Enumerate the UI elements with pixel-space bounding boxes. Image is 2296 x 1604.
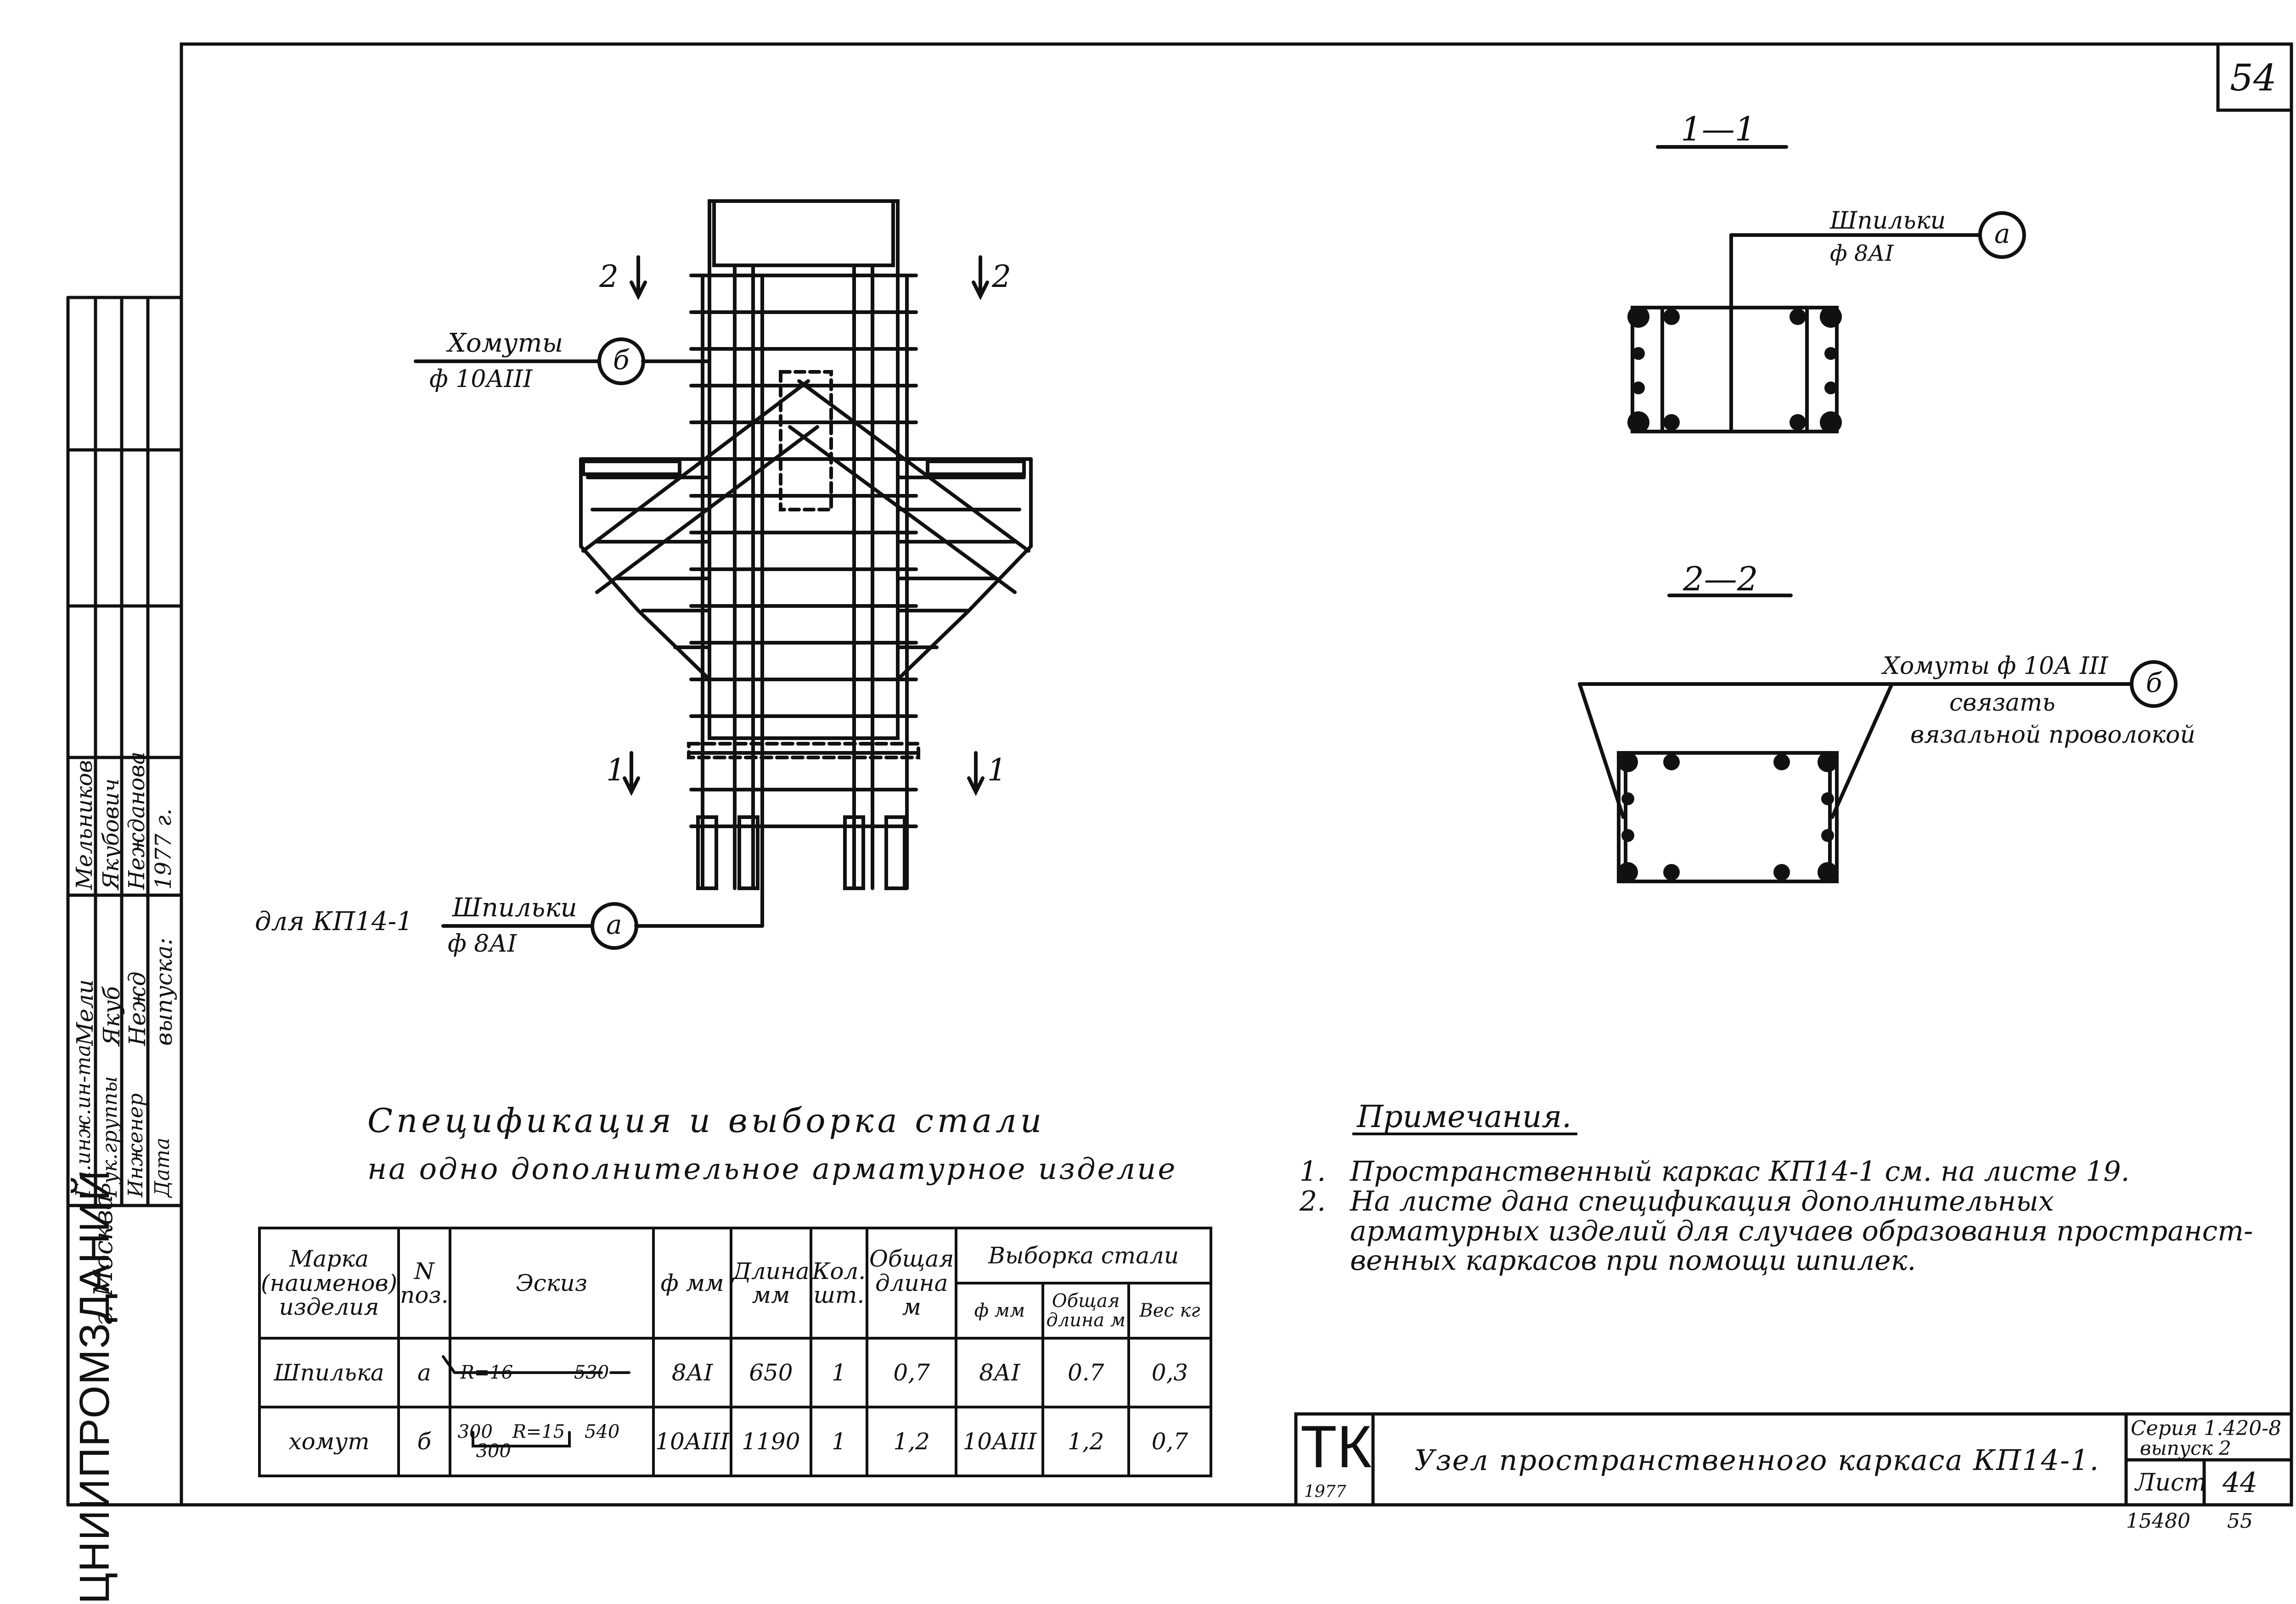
sketch-leg-right: 300 — [476, 1441, 511, 1462]
cell-pos: б — [397, 1406, 451, 1477]
section-2-title: 2—2 — [1683, 560, 1758, 598]
note-num-2: 2. — [1300, 1185, 1326, 1217]
callout-a-marker: а — [606, 909, 622, 940]
table-row: Шпилька а R=16 530 8АI 650 1 0,7 8АI 0.7… — [258, 1337, 1213, 1408]
title-year: 1977 — [1304, 1482, 1346, 1501]
cell-sketch: R=16 530 — [448, 1337, 655, 1408]
header-sel-total: Общая длина м — [1041, 1282, 1130, 1340]
cell-qty: 1 — [809, 1337, 869, 1408]
note-text-1: Пространственный каркас КП14-1 см. на ли… — [1350, 1155, 2130, 1188]
callout-a-prefix: для КП14-1 — [255, 907, 413, 937]
section-1-callout-spec: ф 8АI — [1830, 241, 1894, 266]
city-label: г. Москва — [89, 1195, 118, 1326]
table-row: хомут б 300 R=15 540 300 10АIII 1190 1 1… — [258, 1406, 1213, 1477]
bottom-number-right: 55 — [2227, 1509, 2253, 1533]
cell-total: 1,2 — [866, 1406, 958, 1477]
cell-dia: 8АI — [652, 1337, 733, 1408]
callout-a-title: Шпильки — [452, 893, 577, 923]
spec-table: Марка (наименов) изделия N поз. Эскиз ф … — [258, 1227, 1213, 1477]
cell-pos: а — [397, 1337, 451, 1408]
cell-total: 0,7 — [866, 1337, 958, 1408]
sketch-length: 530 — [574, 1362, 609, 1383]
series-label: Серия 1.420-8 — [2131, 1417, 2282, 1440]
stamp-name-1: Мельников — [72, 760, 97, 890]
section-1-callout-title: Шпильки — [1830, 207, 1946, 235]
sketch-radius: R=15 — [512, 1421, 565, 1442]
page-number: 54 — [2230, 56, 2277, 99]
stamp-signature-3: Нежд — [124, 971, 151, 1046]
sketch-radius: R=16 — [460, 1362, 513, 1383]
header-pos: N поз. — [397, 1227, 451, 1340]
header-dia: ф мм — [652, 1227, 733, 1340]
section-2-note-line1: связать — [1949, 689, 2055, 717]
section-1-callout-marker: а — [1994, 218, 2010, 249]
note-text-2c: венных каркасов при помощи шпилек. — [1350, 1245, 1916, 1277]
notes-title: Примечания. — [1357, 1099, 1572, 1134]
stamp-name-4: 1977 г. — [151, 808, 176, 890]
callout-b-title: Хомуты — [448, 328, 563, 358]
cell-sel-weight: 0,7 — [1127, 1406, 1213, 1477]
header-qty: Кол. шт. — [809, 1227, 869, 1340]
note-text-2a: На листе дана спецификация дополнительны… — [1350, 1185, 2054, 1217]
header-sketch: Эскиз — [448, 1227, 655, 1340]
cell-sel-total: 1,2 — [1041, 1406, 1130, 1477]
cell-sel-dia: 10АIII — [955, 1406, 1045, 1477]
cell-mark: Шпилька — [258, 1337, 400, 1408]
section-2-callout-marker: б — [2146, 667, 2162, 698]
cell-sel-dia: 8АI — [955, 1337, 1045, 1408]
drawing-title: Узел пространственного каркаса КП14-1. — [1414, 1443, 2100, 1477]
stamp-signature-2: Якуб — [98, 986, 125, 1046]
note-num-1: 1. — [1300, 1155, 1326, 1188]
header-sel-dia: ф мм — [955, 1282, 1045, 1340]
issue-label: выпуск 2 — [2140, 1437, 2231, 1459]
section-mark-2-left: 2 — [599, 259, 619, 294]
stamp-role-2: Рук.группы — [98, 1076, 122, 1197]
callout-a-spec: ф 8АI — [448, 930, 517, 958]
stamp-role-3: Инженер — [124, 1093, 147, 1197]
notes-list: 1. Пространственный каркас КП14-1 см. на… — [1300, 1157, 2291, 1276]
cell-length: 650 — [730, 1337, 812, 1408]
spec-title-line2: на одно дополнительное арматурное издели… — [367, 1152, 1177, 1186]
cell-length: 1190 — [730, 1406, 812, 1477]
header-selection: Выборка стали — [955, 1227, 1212, 1284]
section-2-callout-title: Хомуты ф 10А III — [1883, 652, 2108, 680]
note-item-1: 1. Пространственный каркас КП14-1 см. на… — [1300, 1157, 2291, 1187]
stamp-name-3: Нежданова — [124, 752, 150, 890]
header-total: Общая длина м — [866, 1227, 958, 1340]
stamp-role-1: Гл.инж.ин-та — [72, 1044, 95, 1197]
note-item-2: 2. На листе дана спецификация дополнител… — [1300, 1185, 2291, 1277]
sketch-leg-left: 300 — [457, 1421, 493, 1442]
cell-qty: 1 — [809, 1406, 869, 1477]
cell-sketch: 300 R=15 540 300 — [448, 1406, 655, 1477]
cell-mark: хомут — [258, 1406, 400, 1477]
section-2-note-line2: вязальной проволокой — [1910, 721, 2195, 749]
stamp-name-2: Якубович — [98, 778, 124, 890]
sheet-number: 44 — [2223, 1467, 2258, 1499]
sketch-length: 540 — [584, 1421, 620, 1442]
section-1-title: 1—1 — [1681, 110, 1756, 148]
callout-b-spec: ф 10АIII — [429, 365, 533, 393]
callout-b-marker: б — [613, 344, 630, 376]
header-sel-weight: Вес кг — [1127, 1282, 1213, 1340]
note-text-2b: арматурных изделий для случаев образован… — [1350, 1215, 2253, 1247]
stamp-role-4: Дата — [151, 1138, 174, 1197]
header-length: Длина мм — [730, 1227, 812, 1340]
stamp-signature-1: Мели — [72, 979, 98, 1046]
stamp-signature-4: выпуска: — [151, 937, 177, 1046]
cell-sel-weight: 0,3 — [1127, 1337, 1213, 1408]
header-mark: Марка (наименов) изделия — [258, 1227, 400, 1340]
section-mark-1-left: 1 — [606, 752, 625, 788]
spec-title-line1: Спецификация и выборка стали — [367, 1101, 1046, 1140]
cell-sel-total: 0.7 — [1041, 1337, 1130, 1408]
cell-dia: 10АIII — [652, 1406, 733, 1477]
bottom-number-left: 15480 — [2126, 1509, 2190, 1533]
section-mark-1-right: 1 — [987, 752, 1007, 788]
tk-logo: ТК — [1300, 1413, 1372, 1480]
sheet-label: Лист — [2135, 1469, 2207, 1497]
side-stamp: ЦНИИПРОМЗДАНИЙ г. Москва Гл.инж.ин-та Ме… — [68, 297, 181, 1604]
section-mark-2-right: 2 — [992, 259, 1011, 294]
drawing-linework — [66, 42, 2293, 1507]
